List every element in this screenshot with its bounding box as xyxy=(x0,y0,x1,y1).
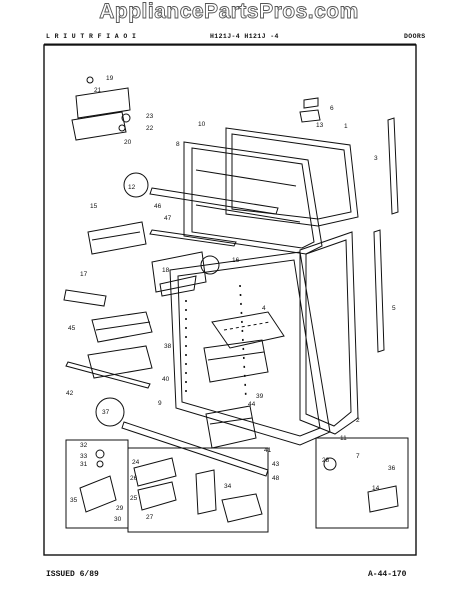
callout-41: 41 xyxy=(264,447,272,454)
freezer-door-liner xyxy=(183,141,323,255)
door-strip-upper xyxy=(387,117,399,215)
door-shelf-upper xyxy=(91,311,153,343)
door-shelf-41 xyxy=(205,405,257,449)
callout-44: 44 xyxy=(248,401,256,408)
door-shelf-39 xyxy=(203,339,269,383)
butter-compartment xyxy=(151,251,207,293)
callout-27: 27 xyxy=(146,514,154,521)
callout-15: 15 xyxy=(90,203,98,210)
door-shelf-lower xyxy=(87,345,153,379)
hinge-inset-right xyxy=(315,437,409,529)
header-left-text: L R I U T R F I A O I xyxy=(46,33,137,40)
callout-3: 3 xyxy=(374,155,378,162)
callout-29: 29 xyxy=(116,505,124,512)
callout-5: 5 xyxy=(392,305,396,312)
detail-circle-37 xyxy=(95,397,125,427)
callout-34: 34 xyxy=(224,483,232,490)
hinge-inset-middle xyxy=(127,447,269,533)
header-model-text: H121J-4 H121J -4 xyxy=(210,33,279,40)
freezer-rail xyxy=(149,229,237,247)
callout-4: 4 xyxy=(262,305,266,312)
fresh-food-gasket xyxy=(299,231,359,435)
callout-9: 9 xyxy=(158,400,162,407)
callout-37: 37 xyxy=(102,409,110,416)
shelf-bar xyxy=(65,361,151,389)
callout-6: 6 xyxy=(330,105,334,112)
callout-7: 7 xyxy=(356,453,360,460)
hinge-inset-left xyxy=(65,439,129,529)
fresh-food-door-liner xyxy=(169,251,331,446)
footer-issued: ISSUED 6/89 xyxy=(46,570,99,579)
callout-33: 33 xyxy=(80,453,88,460)
callout-8: 8 xyxy=(176,141,180,148)
callout-22: 22 xyxy=(146,125,154,132)
header-section-title: DOORS xyxy=(404,33,426,40)
callout-18: 18 xyxy=(162,267,170,274)
callout-36: 36 xyxy=(388,465,396,472)
callout-26: 26 xyxy=(130,475,138,482)
trim-strip xyxy=(63,289,107,307)
callout-40: 40 xyxy=(162,376,170,383)
detail-circle-12 xyxy=(123,172,149,198)
callout-47: 47 xyxy=(164,215,172,222)
door-bottom-trim xyxy=(121,421,269,477)
callout-21: 21 xyxy=(94,87,102,94)
door-strip-lower xyxy=(373,229,385,353)
callout-39: 39 xyxy=(256,393,264,400)
callout-13: 13 xyxy=(316,122,324,129)
callout-14: 14 xyxy=(372,485,380,492)
watermark-logo: AppliancePartsPros.com xyxy=(99,0,359,23)
diagram-frame xyxy=(43,44,417,556)
callout-32: 32 xyxy=(80,442,88,449)
callout-25: 25 xyxy=(130,495,138,502)
callout-17: 17 xyxy=(80,271,88,278)
callout-42: 42 xyxy=(66,390,74,397)
callout-43: 43 xyxy=(272,461,280,468)
callout-2: 2 xyxy=(356,417,360,424)
callout-10: 10 xyxy=(198,121,206,128)
callout-46: 46 xyxy=(154,203,162,210)
callout-19: 19 xyxy=(106,75,114,82)
top-hinge xyxy=(75,87,131,119)
drawing-lines xyxy=(63,76,409,533)
callout-31: 31 xyxy=(80,461,88,468)
callout-20: 20 xyxy=(124,139,132,146)
callout-1: 1 xyxy=(344,123,348,130)
callout-28: 28 xyxy=(322,457,330,464)
callout-labels: 1 2 3 4 5 6 7 8 9 10 11 12 13 14 15 16 1… xyxy=(66,75,396,523)
footer-code: A-44-170 xyxy=(368,570,407,579)
callout-16: 16 xyxy=(232,257,240,264)
callout-23: 23 xyxy=(146,113,154,120)
egg-tray xyxy=(211,311,285,349)
callout-12: 12 xyxy=(128,184,136,191)
hinge-bracket xyxy=(71,111,127,141)
callout-24: 24 xyxy=(132,459,140,466)
callout-38: 38 xyxy=(164,343,172,350)
callout-30: 30 xyxy=(114,516,122,523)
detail-circle-16 xyxy=(200,255,220,275)
freezer-shelf-bar xyxy=(149,187,279,215)
callout-35: 35 xyxy=(70,497,78,504)
dairy-door xyxy=(87,221,147,255)
callout-11: 11 xyxy=(340,435,347,442)
callout-48: 48 xyxy=(272,475,280,482)
callout-45: 45 xyxy=(68,325,76,332)
